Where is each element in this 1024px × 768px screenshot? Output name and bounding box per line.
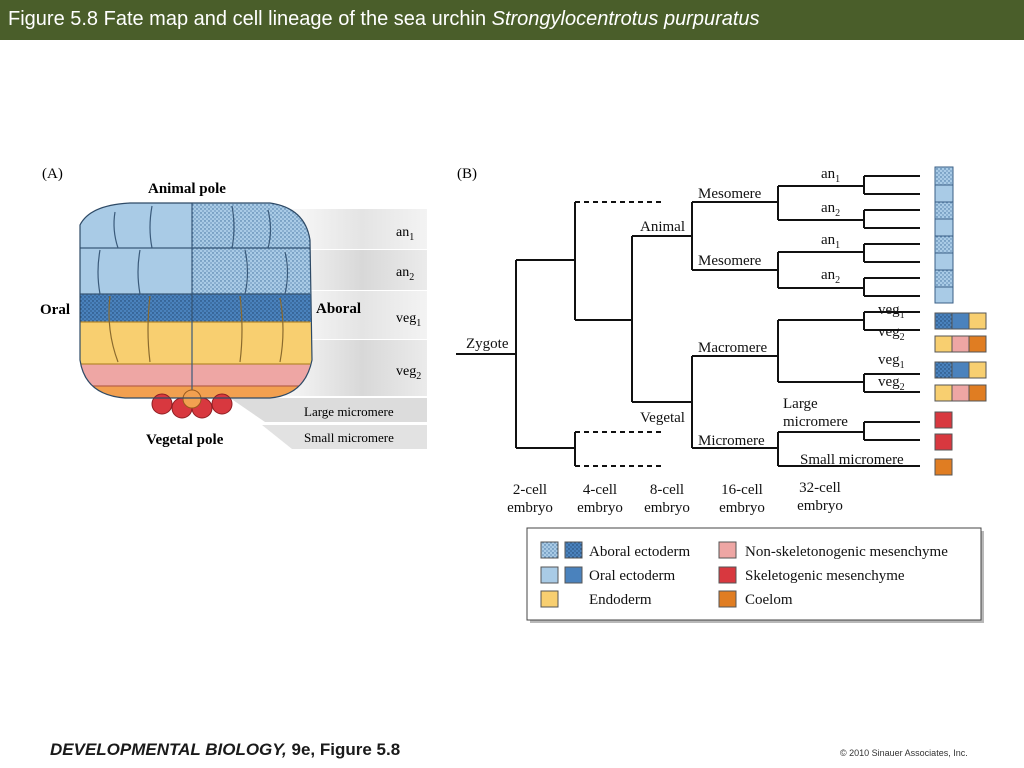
stage-2cell-l2: embryo (507, 500, 553, 516)
vegetal-label: Vegetal (640, 410, 685, 426)
legend-swatch-endoderm (540, 590, 559, 608)
fate-box (968, 361, 987, 379)
legend-swatch-skeletogenic (718, 566, 737, 584)
fate-box (934, 252, 954, 271)
stage-4cell-l1: 4-cell (583, 482, 617, 498)
aboral-label: Aboral (316, 301, 361, 317)
band-large-micromere (230, 398, 427, 422)
fate-box (934, 218, 954, 237)
legend: Aboral ectoderm Oral ectoderm Endoderm N… (526, 527, 984, 623)
small-micromere-label: Small micromere (304, 430, 394, 445)
tier-label-an2: an2 (396, 265, 414, 283)
fate-box (934, 411, 953, 429)
legend-swatch-oral-light (540, 566, 559, 584)
fate-box (934, 184, 954, 203)
stage-16cell-l2: embryo (719, 500, 765, 516)
lineage-veg1-a: veg1 (878, 302, 905, 321)
legend-box (526, 527, 982, 621)
fate-box (934, 384, 953, 402)
tier-label-veg1: veg1 (396, 311, 421, 329)
footer-copyright: © 2010 Sinauer Associates, Inc. (840, 748, 968, 758)
fate-box (968, 312, 987, 330)
lineage-veg2-a: veg2 (878, 324, 905, 343)
fate-box (934, 312, 953, 330)
lineage-veg2-b: veg2 (878, 374, 905, 393)
fate-box (934, 269, 954, 288)
fate-box (934, 335, 953, 353)
legend-label-aboral-ectoderm: Aboral ectoderm (589, 544, 691, 560)
stage-16cell-l1: 16-cell (721, 482, 763, 498)
fate-box (934, 235, 954, 254)
slide-title: Figure 5.8 Fate map and cell lineage of … (8, 8, 760, 31)
legend-swatch-aboral-dark (564, 541, 583, 559)
fate-box (951, 384, 970, 402)
lineage-an1-a: an1 (821, 166, 840, 185)
fate-box (968, 335, 987, 353)
stage-32cell-l2: embryo (797, 498, 843, 514)
fate-box (934, 433, 953, 451)
vegetal-pole-label: Vegetal pole (146, 432, 224, 448)
fate-column-an (934, 166, 954, 304)
legend-swatch-coelom (718, 590, 737, 608)
mesomere-label-2: Mesomere (698, 253, 762, 269)
legend-label-skeletogenic: Skeletogenic mesenchyme (745, 568, 905, 584)
animal-pole-label: Animal pole (148, 181, 226, 197)
stage-32cell-l1: 32-cell (799, 480, 841, 496)
legend-label-nonskeletogenic: Non-skeletonogenic mesenchyme (745, 544, 948, 560)
large-micromere-label: Large micromere (304, 404, 394, 419)
oral-label: Oral (40, 302, 70, 318)
band-small-micromere (262, 425, 427, 449)
large-micromere-line1: Large (783, 396, 818, 412)
legend-swatch-aboral-light (540, 541, 559, 559)
legend-label-oral-ectoderm: Oral ectoderm (589, 568, 676, 584)
footer-edition: 9e, Figure 5.8 (286, 740, 401, 759)
stage-8cell-l2: embryo (644, 500, 690, 516)
mesomere-label-1: Mesomere (698, 186, 762, 202)
title-species: Strongylocentrotus purpuratus (491, 8, 760, 30)
legend-label-endoderm: Endoderm (589, 592, 652, 608)
legend-swatch-nonskeletogenic (718, 541, 737, 559)
footer-book-name: DEVELOPMENTAL BIOLOGY, (50, 740, 287, 759)
embryo-drawing (79, 202, 313, 419)
fate-box (951, 361, 970, 379)
title-prefix: Figure 5.8 Fate map and cell lineage of … (8, 8, 492, 30)
stage-8cell-l1: 8-cell (650, 482, 684, 498)
title-bar: Figure 5.8 Fate map and cell lineage of … (0, 0, 1024, 40)
lineage-an2-b: an2 (821, 267, 840, 286)
fate-box (934, 166, 954, 186)
legend-label-coelom: Coelom (745, 592, 793, 608)
fate-box (934, 201, 954, 220)
lineage-tree (456, 175, 920, 467)
macromere-label: Macromere (698, 340, 767, 356)
tier-label-veg2: veg2 (396, 364, 421, 382)
large-micromere-line2: micromere (783, 414, 848, 430)
fate-box (968, 384, 987, 402)
zygote-label: Zygote (466, 336, 509, 352)
lineage-veg1-b: veg1 (878, 352, 905, 371)
tier-label-an1: an1 (396, 225, 414, 243)
fate-box (934, 361, 953, 379)
dashed-branches (575, 201, 665, 467)
fate-box (951, 312, 970, 330)
micromere-label: Micromere (698, 433, 765, 449)
lineage-an1-b: an1 (821, 232, 840, 251)
legend-swatch-oral-dark (564, 566, 583, 584)
fate-box (951, 335, 970, 353)
lineage-an2-a: an2 (821, 200, 840, 219)
fate-boxes-veg (934, 312, 987, 476)
fate-box (934, 458, 953, 476)
small-micromere-tree-label: Small micromere (800, 452, 904, 468)
stage-2cell-l1: 2-cell (513, 482, 547, 498)
footer-book-title: DEVELOPMENTAL BIOLOGY, 9e, Figure 5.8 (50, 740, 400, 760)
panel-a-label: (A) (42, 166, 63, 182)
panel-b-label: (B) (457, 166, 477, 182)
stage-4cell-l2: embryo (577, 500, 623, 516)
animal-label: Animal (640, 219, 685, 235)
fate-box (934, 286, 954, 304)
